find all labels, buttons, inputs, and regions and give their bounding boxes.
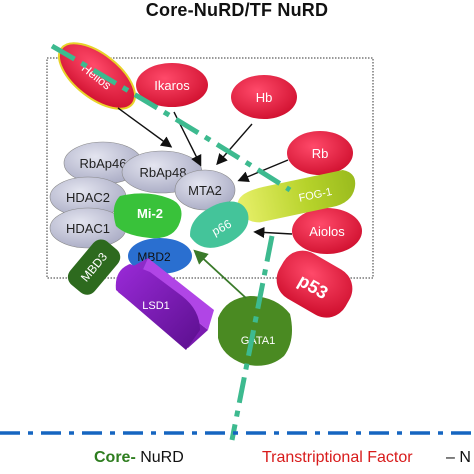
arrow-hb-mta2 <box>216 123 253 166</box>
aiolos-label: Aiolos <box>309 224 345 239</box>
rbap46-label: RbAp46 <box>80 156 127 171</box>
hdac1-label: HDAC1 <box>66 221 110 236</box>
p53-protein: p53 <box>276 250 353 318</box>
ikaros-label: Ikaros <box>154 78 190 93</box>
rbap48-label: RbAp48 <box>140 165 187 180</box>
legend-core-word: Core- <box>94 449 136 466</box>
mta2-label: MTA2 <box>188 183 222 198</box>
helios-protein: Helios <box>58 42 136 110</box>
p66-protein: p66 <box>190 201 249 248</box>
arrow-gata1-mbd2 <box>193 249 247 299</box>
arrow-helios-rbap48 <box>117 107 173 148</box>
legend-transcription-factor: Transtriptional Factor <box>262 449 413 466</box>
complex-box <box>46 57 374 279</box>
boundary-line-teal <box>50 43 292 193</box>
lsd1-label: LSD1 <box>142 300 170 312</box>
legend-more: – N <box>446 449 471 466</box>
lsd1-protein: LSD1 <box>115 258 214 350</box>
mta2-shape <box>174 169 236 211</box>
gata1-label: GATA1 <box>241 335 275 347</box>
fog1-protein: FOG-1 <box>237 170 356 223</box>
mi2-shape <box>113 193 182 239</box>
hb-shape <box>231 75 297 119</box>
mbd3-protein: MBD3 <box>67 239 121 295</box>
hdac2-label: HDAC2 <box>66 190 110 205</box>
aiolos-shape <box>292 208 362 254</box>
mi2-label: Mi-2 <box>137 206 163 221</box>
rb-label: Rb <box>312 146 329 161</box>
hb-label: Hb <box>256 90 273 105</box>
rb-shape <box>287 131 353 175</box>
arrow-aiolos-p66 <box>253 226 293 239</box>
ikaros-shape <box>136 63 208 107</box>
diagram-title: Core-NuRD/TF NuRD <box>145 0 329 20</box>
legend-core-rest: NuRD <box>135 449 184 466</box>
boundary-line-teal-lower <box>229 235 275 441</box>
arrow-rb-mta2 <box>237 159 289 182</box>
legend-core-nurd: Core- NuRD <box>94 449 184 467</box>
